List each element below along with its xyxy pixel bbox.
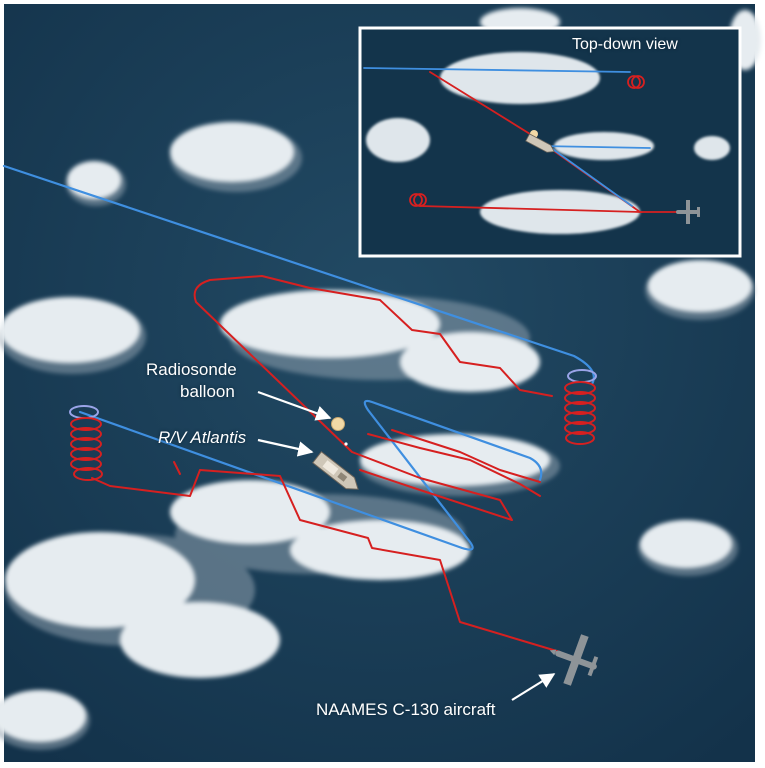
arrow-icon [257,438,314,457]
ship-icon [525,133,555,153]
spiral-icon [69,405,103,481]
inset-title: Top-down view [572,36,678,53]
aircraft-icon [549,634,599,686]
flight-track-red [91,275,561,653]
top-down-inset [358,26,742,258]
spiral-icon [564,369,597,445]
arrow-icon [257,390,332,421]
ship-label: R/V Atlantis [158,428,247,447]
arrow-icon [511,673,556,701]
inset-clouds [366,52,730,234]
ship-icon [312,451,359,490]
flight-track-blue [2,164,595,551]
radiosonde-label-line1: Radiosonde [146,360,237,379]
balloon-icon [331,417,348,446]
radiosonde-label-line2: balloon [180,382,235,401]
aircraft-icon [676,200,700,224]
aircraft-label: NAAMES C-130 aircraft [316,700,496,719]
clouds [0,8,761,742]
